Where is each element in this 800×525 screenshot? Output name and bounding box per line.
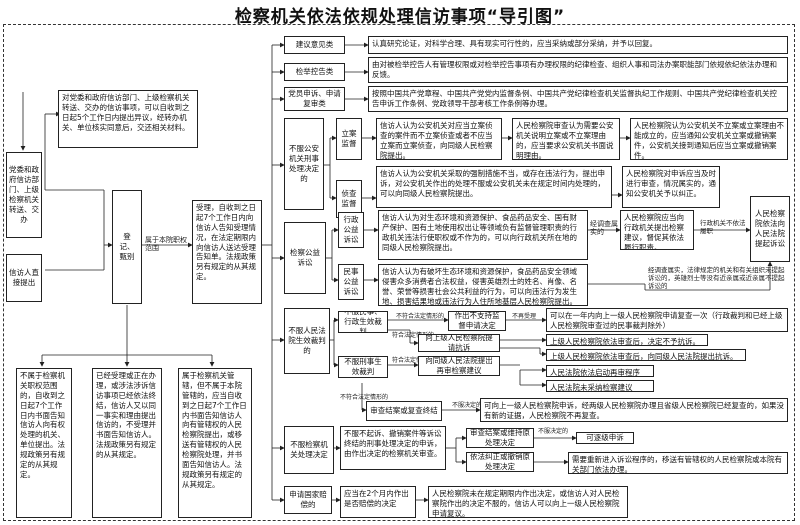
suggestion-category: 建议意见类 xyxy=(284,36,345,54)
investigation-result: 人民检察院对申诉应当及时进行审查，情况属实的，通知公安机关予以纠正。 xyxy=(622,166,720,208)
filing-detail: 信访人认为公安机关对应当立案侦查的案件而不立案侦查或者不应当立案而立案侦查，向同… xyxy=(376,118,502,160)
police-category: 不服公安机关刑事处理决定的 xyxy=(284,118,324,210)
correct-decision: 依法纠正或撤销原处理决定 xyxy=(466,452,534,472)
investigation-detail: 信访人认为公安机关采取的强制措施不当，或存在违法行为，提出申诉，对公安机关作出的… xyxy=(376,166,612,208)
suggestion-detail: 认真研究论证，对科学合理、具有现实可行性的，应当采纳或部分采纳，并予以回复。 xyxy=(368,36,788,54)
direct-petition-box: 信访人直接提出 xyxy=(6,254,42,302)
objection-box: 对党委和政府信访部门、上级检察机关转送、交办的信访事项，可以自收到之日起5个工作… xyxy=(58,90,198,148)
retrial-recommendation: 向同级人民法院提出再审检察建议 xyxy=(418,356,500,376)
accept-box: 受理，自收到之日起7个工作日内向信访人告知受理情况，在法定期限内向信访人送达受理… xyxy=(192,200,262,304)
transfer-box: 党委和政府信访部门、上级检察机关转送、交办 xyxy=(6,152,42,238)
protest-request: 向上级人民检察院提请抗诉 xyxy=(418,334,500,352)
outer-frame xyxy=(3,24,795,521)
civil-condition-note: 经调查属实，法律规定的机关和有关组织未提起诉讼的，英雄烈士等没有近亲属或近亲属不… xyxy=(648,266,785,291)
criminal-review-closure: 审查结案或复查终结 xyxy=(366,401,442,421)
admin-noncompliance-label: 行政机关不依法履职 xyxy=(700,219,746,235)
cond-met-2: 符合法定情形的 xyxy=(392,357,435,364)
protest-result: 上级人民检察院依法审查后，向同级人民法院提出抗诉。 xyxy=(546,349,746,361)
investigation-supervision: 侦查监督 xyxy=(336,180,362,218)
criminal-review-detail: 可向上一级人民检察院申诉，经两级人民检察院办理且省级人民检察院已经复查的，如果没… xyxy=(480,398,788,422)
admin-recommendation: 人民检察院应当向行政机关提出检察建议，督促其依法履行职责。 xyxy=(620,210,694,250)
cond-not-met-1: 不符合法定情形的 xyxy=(396,313,445,320)
admin-detail: 信访人认为对生态环境和资源保护、食品药品安全、国有财产保护、国有土地使用权出让等… xyxy=(378,210,588,260)
no-longer-accepted: 不再受理 xyxy=(512,313,537,320)
no-protest-result: 上级人民检察院依法审查后，决定不予抗诉。 xyxy=(546,334,708,346)
court-civil-admin: 不服民事、行政生效裁判 xyxy=(338,311,388,333)
member-detail: 按照中国共产党章程、中国共产党党内监督条例、中国共产党纪律检查机关监督执纪工作规… xyxy=(368,86,788,112)
civil-public-interest: 民事公益诉讼 xyxy=(338,264,364,300)
cond-met-1: 符合法定情形的 xyxy=(392,332,435,339)
maintain-decision: 审查结案或维持原处理决定 xyxy=(466,428,534,448)
member-category: 党员申诉、申请复审类 xyxy=(284,87,345,111)
appeal-step: 可逐级申诉 xyxy=(576,432,634,444)
recommendation-rejected: 人民法院未采纳检察建议 xyxy=(546,380,654,392)
admin-verified-label: 经调查属实的 xyxy=(590,220,618,237)
no-support-review: 可以在一年内向上一级人民检察院申请复查一次（行政裁判和已经上级人民检察院审查过的… xyxy=(546,308,788,332)
civil-detail: 信访人认为有破坏生态环境和资源保护，食品药品安全领域侵害众多消费者合法权益，侵害… xyxy=(378,264,588,306)
retrial-started: 人民法院依法启动再审程序 xyxy=(546,365,654,377)
scope-label: 属于本院职权范围 xyxy=(145,236,187,253)
report-category: 检举控告类 xyxy=(284,63,345,81)
compensation-category: 申请国家赔偿的 xyxy=(284,486,332,514)
diagram-title: 检察机关依法依规处理信访事项“导引图” xyxy=(234,7,566,27)
register-box: 登记、甄别 xyxy=(112,190,142,304)
no-support-decision: 作出不支持监督申请决定 xyxy=(448,311,506,331)
compensation-deadline: 应当在2个月内作出是否赔偿的决定 xyxy=(340,486,416,518)
already-handled-box: 已经受理或正在办理，或涉法涉诉信访事项已经依法终结，信访人又以同一事实和理由提出… xyxy=(92,368,162,518)
public-interest-category: 检察公益诉讼 xyxy=(284,222,326,294)
reenter-litigation: 需要重新进入诉讼程序的，移送有管辖权的人民检察院或本院有关部门依法办理。 xyxy=(568,452,788,474)
filing-review: 人民检察院审查认为需要公安机关说明立案或不立案理由的，应当要求公安机关书面说明理… xyxy=(512,118,620,160)
criminal-objection-label: 不服决定的 xyxy=(452,402,483,409)
court-category: 不服人民法院生效裁判的 xyxy=(284,308,330,374)
maintain-objection-label: 不服决定的 xyxy=(538,428,569,435)
procuratorate-detail: 不服不起诉、撤销案件等诉讼终结的刑事处理决定的申诉，由作出决定的检察机关审查。 xyxy=(340,426,446,470)
court-criminal: 不服刑事生效裁判 xyxy=(338,356,388,378)
compensation-review: 人民检察院未在规定期限内作出决定，或信访人对人民检察院作出的决定不服的，信访人可… xyxy=(428,486,628,518)
admin-public-interest: 行政公益诉讼 xyxy=(338,212,364,248)
report-detail: 由对被检举控告人有管理权限或对检举控告事项有办理权限的纪律检查、组织人事和司法办… xyxy=(368,57,788,83)
lawsuit-box: 人民检察院依法向人民法院提起诉讼 xyxy=(750,196,790,262)
filing-supervision: 立案监督 xyxy=(336,118,362,160)
filing-result: 人民检察院认为公安机关不立案或立案理由不能成立的，应当通知公安机关立案或撤销案件… xyxy=(630,118,788,160)
cond-not-met-2: 不符合法定情形的 xyxy=(340,394,389,401)
other-procuratorate-box: 属于检察机关管辖，但不属于本院管辖的，应当自收到之日起7个工作日内书面告知信访人… xyxy=(178,368,252,518)
procuratorate-category: 不服检察机关处理决定 xyxy=(284,426,334,474)
not-scope-box: 不属于检察机关职权范围的，自收到之日起7个工作日内书面告知信访人向有权处理的机关… xyxy=(16,368,72,518)
